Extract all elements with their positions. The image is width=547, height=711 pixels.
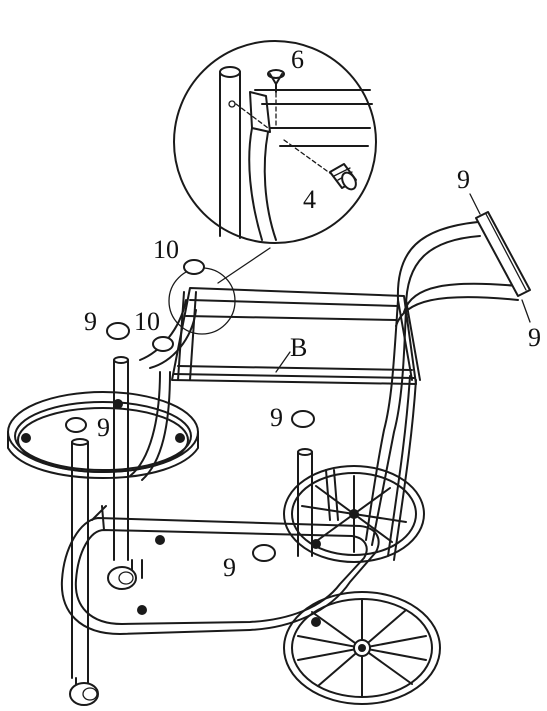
- label-cap-9-upper-tube: 9: [84, 307, 97, 336]
- trolley-handle: [395, 211, 531, 327]
- label-cap-10-upper: 10: [153, 235, 179, 264]
- rear-wheel: [283, 465, 425, 563]
- label-part-6: 6: [291, 45, 304, 74]
- right-side-tubes: [365, 299, 417, 561]
- cap-9-center: [291, 410, 315, 428]
- cap-9-lower: [252, 544, 276, 562]
- frame-B: [139, 287, 421, 385]
- bolt-part-4: [329, 163, 357, 191]
- cap-9-upper-tube: [106, 322, 130, 340]
- label-part-4: 4: [303, 185, 316, 214]
- cap-10-lower: [152, 336, 174, 352]
- cap-9-left-tray: [65, 417, 87, 433]
- label-frame-B: B: [290, 333, 307, 362]
- rear-caster: [107, 559, 143, 590]
- front-wheel: [283, 591, 441, 705]
- label-cap-10-lower: 10: [134, 307, 160, 336]
- label-handle-cap-top: 9: [457, 165, 470, 194]
- screw-part-6: [267, 69, 285, 93]
- front-caster: [69, 677, 99, 706]
- lower-tray: [60, 505, 380, 635]
- label-handle-cap-bottom: 9: [528, 323, 541, 352]
- label-cap-9-center: 9: [270, 403, 283, 432]
- cap-10-upper: [183, 259, 205, 275]
- upper-left-tray: [7, 356, 199, 679]
- label-cap-9-lower: 9: [223, 553, 236, 582]
- label-cap-9-left-tray: 9: [97, 413, 110, 442]
